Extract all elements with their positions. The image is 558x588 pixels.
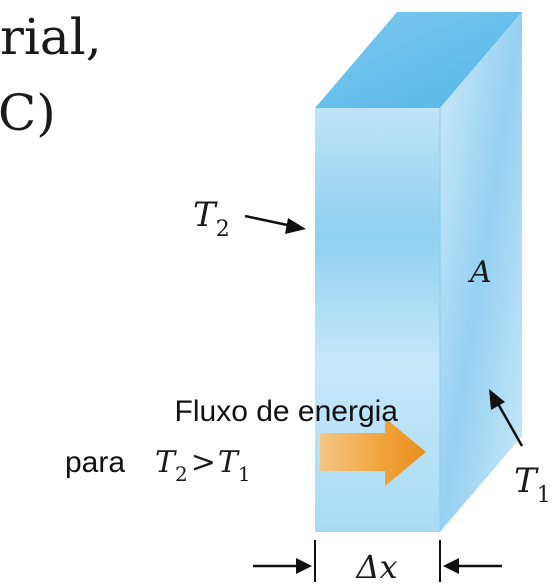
flux-label-line2-word: para — [65, 446, 125, 479]
t1-label: T1 — [514, 461, 551, 508]
area-label: A — [467, 255, 492, 290]
t2-pointer-arrow — [244, 214, 306, 234]
cut-text-line1: rial, — [0, 8, 102, 66]
slab-top-face — [315, 12, 522, 108]
cut-text-line2: C) — [0, 84, 56, 142]
energy-flow-arrow — [320, 418, 426, 486]
t1-pointer-arrow — [489, 389, 524, 447]
thickness-dimension — [253, 540, 502, 582]
delta-x-label: Δx — [354, 548, 397, 586]
flux-condition: T2>T1 — [155, 445, 251, 486]
t2-label: T2 — [193, 195, 230, 242]
flux-label-line1: Fluxo de energia — [175, 395, 399, 428]
